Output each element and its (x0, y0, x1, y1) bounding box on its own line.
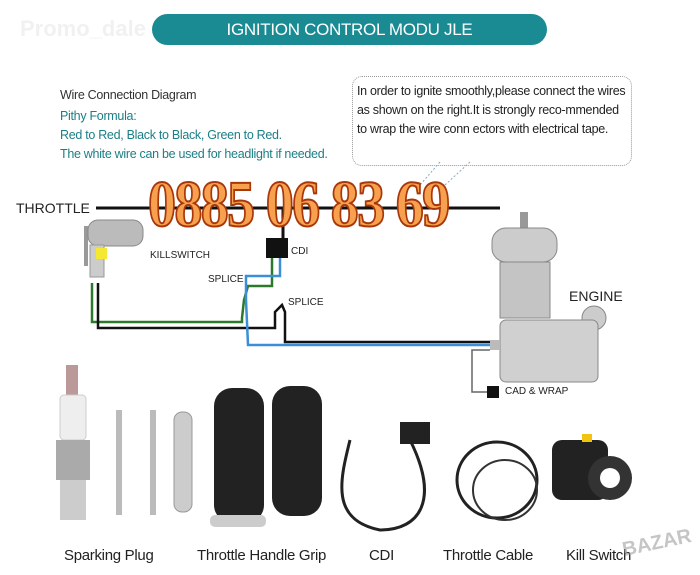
part-label: CDI (369, 547, 394, 564)
wire-formula: Wire Connection Diagram Pithy Formula: R… (60, 86, 328, 164)
bolts-image (116, 410, 193, 515)
part-label: Throttle Cable (443, 547, 534, 564)
title-banner: IGNITION CONTROL MODU JLE (152, 14, 547, 45)
formula-line: The white wire can be used for headlight… (60, 147, 328, 161)
cdi-box (266, 238, 288, 258)
label-splice-2: SPLICE (288, 297, 324, 308)
label-engine: ENGINE (569, 288, 623, 304)
part-label: Throttle Handle Grip (197, 547, 327, 564)
spark-plug-image (56, 365, 90, 520)
cable-image (455, 440, 539, 521)
diagram-heading: Wire Connection Diagram (60, 88, 197, 102)
seller-watermark: Promo_dale (20, 16, 146, 41)
label-throttle: THROTTLE (16, 200, 90, 216)
formula-line: Pithy Formula: (60, 109, 137, 123)
label-cad-wrap: CAD & WRAP (505, 386, 569, 397)
throttle-grip (84, 219, 144, 278)
engine (490, 212, 607, 383)
formula-line: Red to Red, Black to Black, Green to Red… (60, 128, 282, 142)
phone-watermark: 0885 06 83 69 (147, 168, 451, 241)
label-cdi: CDI (291, 246, 309, 257)
label-splice-1: SPLICE (208, 274, 244, 285)
label-killswitch: KILLSWITCH (150, 250, 211, 261)
killswitch-image (552, 434, 632, 500)
part-label: Kill Switch (566, 547, 632, 564)
part-label: Sparking Plug (64, 547, 154, 564)
cdi-image (340, 422, 430, 532)
grips-image (210, 386, 322, 527)
instruction-callout: In order to ignite smoothly,please conne… (352, 76, 632, 166)
